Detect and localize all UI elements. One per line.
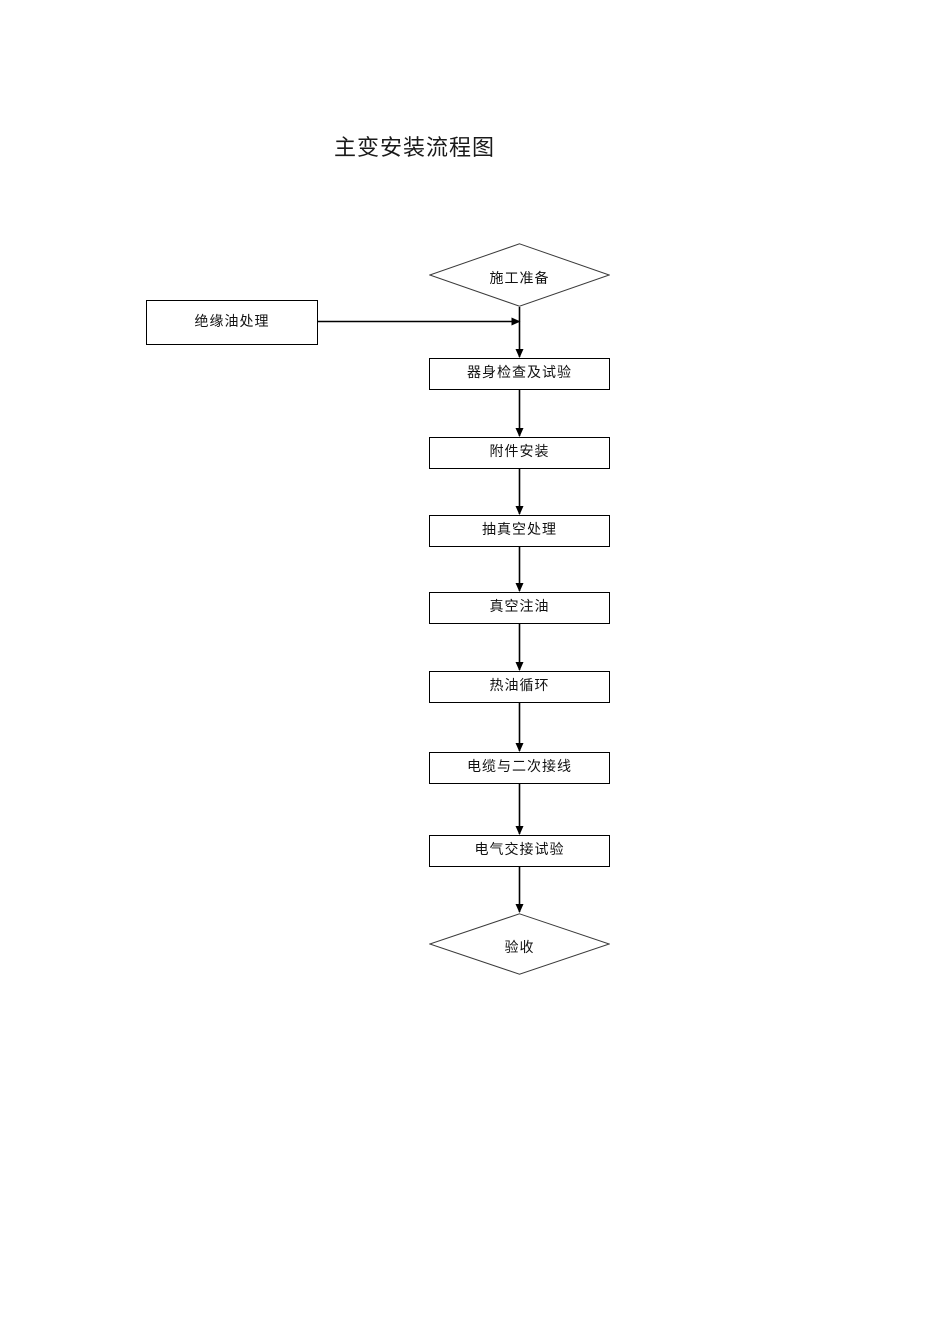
node-construction-preparation[interactable]: 施工准备 [429, 243, 610, 307]
node-accessory-installation[interactable]: 附件安装 [429, 437, 610, 469]
node-label: 电气交接试验 [474, 843, 565, 858]
node-label: 真空注油 [489, 600, 550, 615]
node-label: 电缆与二次接线 [467, 760, 572, 775]
diamond-shape [429, 913, 610, 975]
node-vacuum-oil-filling[interactable]: 真空注油 [429, 592, 610, 624]
node-label: 抽真空处理 [482, 523, 557, 538]
page-title: 主变安装流程图 [334, 135, 496, 160]
node-hot-oil-circulation[interactable]: 热油循环 [429, 671, 610, 703]
node-insulating-oil-treatment[interactable]: 绝缘油处理 [146, 300, 318, 345]
node-cable-and-secondary-wiring[interactable]: 电缆与二次接线 [429, 752, 610, 784]
node-body-inspection-and-test[interactable]: 器身检查及试验 [429, 358, 610, 390]
node-label: 施工准备 [489, 272, 550, 287]
node-electrical-handover-test[interactable]: 电气交接试验 [429, 835, 610, 867]
node-label: 验收 [504, 941, 535, 956]
node-vacuum-treatment[interactable]: 抽真空处理 [429, 515, 610, 547]
node-label: 热油循环 [489, 679, 550, 694]
diamond-shape [429, 243, 610, 307]
node-label: 器身检查及试验 [467, 366, 572, 381]
node-label: 附件安装 [489, 445, 550, 460]
node-acceptance[interactable]: 验收 [429, 913, 610, 975]
node-label: 绝缘油处理 [194, 314, 270, 330]
